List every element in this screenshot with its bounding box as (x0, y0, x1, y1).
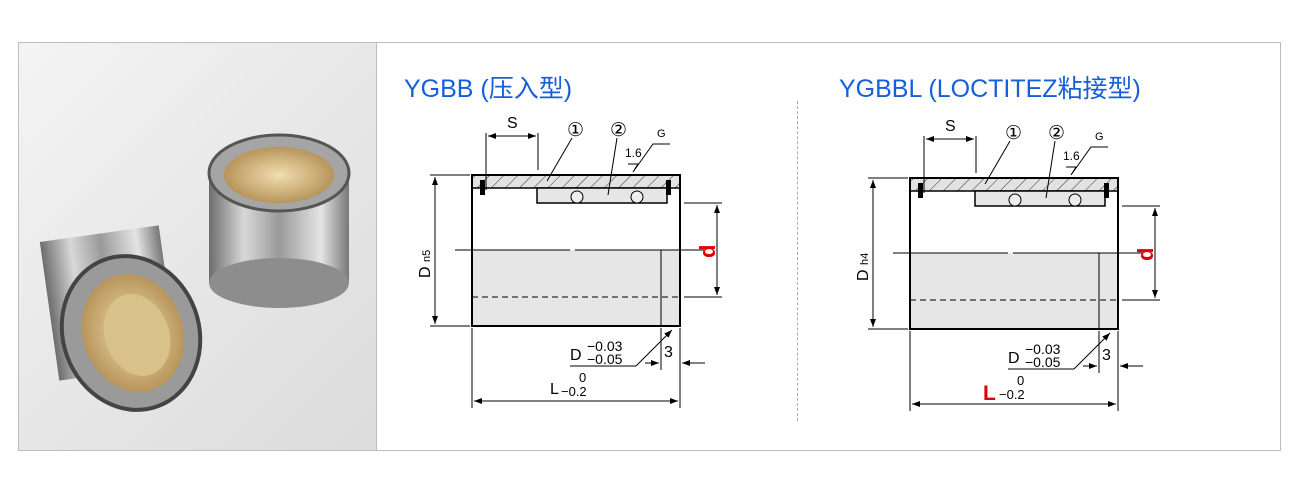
part-1-marker: ① (1005, 123, 1022, 144)
part-2-marker: ② (610, 120, 627, 141)
outer-diameter-label: D (417, 266, 434, 278)
bore-label: d (695, 245, 720, 258)
chamfer-upper-tol: −0.03 (1025, 341, 1061, 357)
chamfer-lower-tol: −0.05 (587, 351, 623, 367)
ygbb-title: YGBB (压入型) (404, 75, 573, 103)
ygbbl-drawing: D h4 d S ① ② G 1.6 D −0.03 −0.05 3 L 0 −… (855, 118, 1160, 411)
chamfer-lower-tol: −0.05 (1025, 354, 1061, 370)
product-photo (19, 43, 377, 450)
chamfer-upper-tol: −0.03 (587, 338, 623, 354)
s-label: S (945, 118, 956, 135)
ygbbl-title: YGBBL (LOCTITEZ粘接型) (839, 75, 1141, 103)
part-1-marker: ① (567, 120, 584, 141)
part-2-marker: ② (1048, 123, 1065, 144)
chamfer-d-label: D (570, 347, 582, 364)
bushing-image (39, 133, 351, 412)
product-panel: YGBB (压入型) YGBBL (LOCTITEZ粘接型) (18, 42, 1281, 451)
length-lower-tol: −0.2 (561, 384, 587, 399)
chamfer-length: 3 (1102, 347, 1111, 364)
ygbb-drawing: D n5 d S ① ② G 1.6 D −0.03 −0.05 3 L 0 −… (417, 115, 722, 408)
bore-label: d (1133, 248, 1158, 261)
outer-tolerance: n5 (421, 250, 433, 262)
divider (797, 101, 798, 421)
roughness-value: 1.6 (625, 146, 642, 160)
roughness-value: 1.6 (1063, 149, 1080, 163)
g-label: G (657, 128, 666, 140)
outer-tolerance: h4 (859, 253, 871, 265)
length-upper-tol: 0 (579, 370, 586, 385)
g-label: G (1095, 131, 1104, 143)
s-label: S (507, 115, 518, 132)
outer-diameter-label: D (855, 269, 872, 281)
length-lower-tol: −0.2 (999, 387, 1025, 402)
length-upper-tol: 0 (1017, 373, 1024, 388)
chamfer-d-label: D (1008, 350, 1020, 367)
chamfer-length: 3 (664, 344, 673, 361)
length-label: L (983, 382, 996, 405)
length-label: L (550, 381, 559, 398)
